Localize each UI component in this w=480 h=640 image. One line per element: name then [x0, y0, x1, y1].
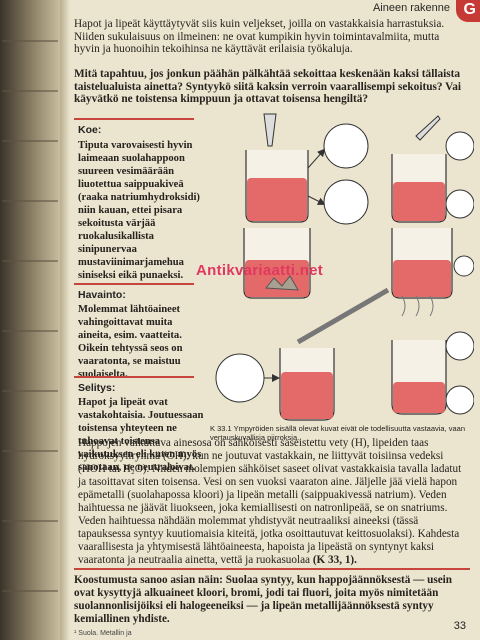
experiment-text: Tiputa varovaisesti hyvin laimeaan suola…	[78, 140, 200, 281]
steam-lines	[401, 295, 434, 317]
footnote: ¹ Suola. Metallin ja	[74, 630, 132, 637]
book-page: Aineen rakenne G Hapot ja lipeät käyttäy…	[60, 0, 480, 640]
liquid-2	[393, 182, 445, 221]
figure-reference: (K 33, 1).	[312, 554, 357, 566]
molecule-circle	[323, 123, 369, 169]
row-3	[215, 287, 474, 421]
bottom-paragraph: Koostumusta sanoo asian näin: Suolaa syn…	[74, 574, 453, 625]
experiment-illustration	[215, 113, 474, 421]
page-gutter-shadow	[60, 0, 70, 640]
pipette-icon	[263, 113, 277, 147]
molecule-circle	[445, 331, 474, 361]
liquid-4	[393, 260, 451, 297]
observation-text: Molemmat lähtöaineet vahingoittavat muit…	[78, 304, 183, 380]
body-paragraph: Happojen vaikuttava ainesosa on sähköise…	[78, 437, 462, 566]
pipette-icon	[415, 115, 441, 141]
adjacent-page-edge	[0, 0, 60, 640]
page-number: 33	[453, 620, 466, 632]
intro-paragraph: Hapot ja lipeät käyttäytyvät siis kuin v…	[74, 18, 445, 56]
figure-caption: K 33.1 Ympyröiden sisällä olevat kuvat e…	[210, 424, 466, 442]
molecule-circle	[215, 353, 265, 403]
molecule-circle	[445, 385, 474, 415]
molecule-circle	[323, 179, 369, 225]
watermark: Antikvariaatti.net	[196, 262, 324, 279]
molecule-circle	[453, 255, 474, 277]
chapter-tab	[456, 0, 480, 22]
section-rule	[74, 118, 194, 120]
chapter-tab-letter: G	[463, 1, 476, 18]
liquid-6	[393, 382, 445, 413]
salt-crystals	[265, 275, 299, 291]
row-1	[245, 113, 474, 225]
section-rule	[74, 376, 194, 378]
molecule-circle	[445, 189, 474, 219]
explanation-heading: Selitys:	[78, 382, 116, 394]
chapter-title: Aineen rakenne	[372, 2, 450, 14]
observation-heading: Havainto:	[78, 289, 126, 301]
molecule-circle	[445, 131, 474, 161]
explanation-text: Hapot ja lipeät ovat vastakohtaisia. Jou…	[78, 397, 204, 473]
pouring-arrow	[296, 287, 390, 345]
experiment-heading: Koe:	[78, 124, 102, 136]
section-rule	[74, 568, 470, 570]
intro-question: Mitä tapahtuu, jos jonkun päähän pälkäht…	[74, 68, 462, 106]
section-rule	[74, 283, 194, 285]
row-2	[243, 228, 474, 299]
liquid-5	[281, 372, 333, 419]
liquid-1	[247, 178, 307, 221]
